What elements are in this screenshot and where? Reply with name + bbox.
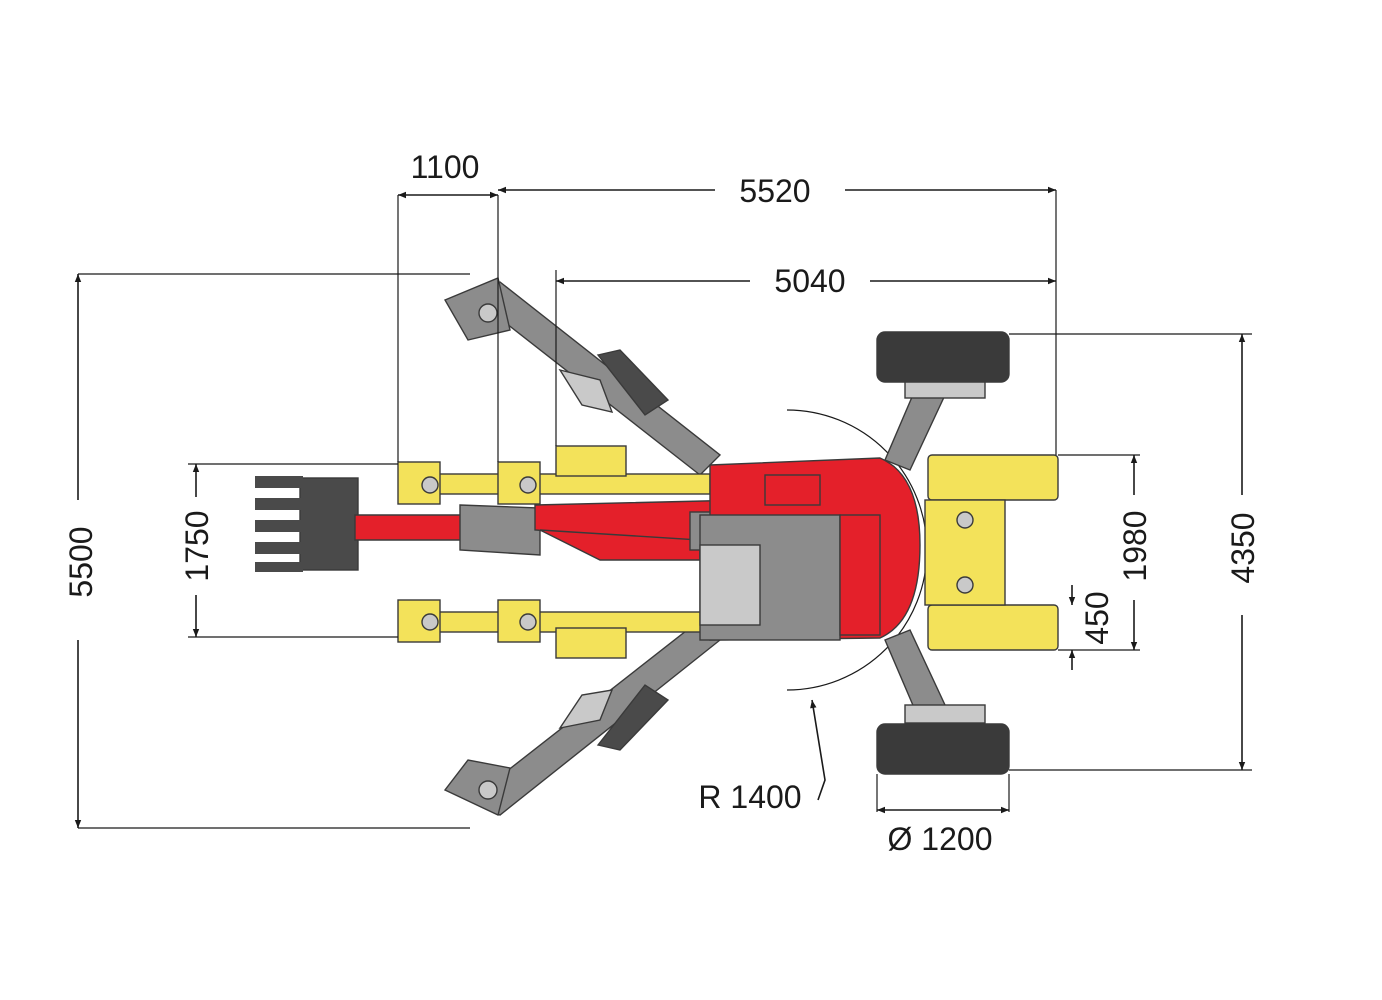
wheels	[876, 331, 1010, 775]
dimension-1100: 1100	[397, 149, 499, 462]
dim-450-label: 450	[1079, 591, 1115, 644]
chassis	[699, 457, 921, 641]
dimension-450: 450	[1068, 585, 1115, 670]
dimension-wheel-diameter: Ø 1200	[876, 774, 1010, 857]
upper-wheel	[876, 331, 1010, 383]
dim-1750-label: 1750	[179, 510, 215, 581]
upper-outrigger-leg	[443, 277, 722, 476]
lower-stabilizer-arm	[397, 599, 711, 659]
dimension-1750: 1750	[179, 463, 398, 638]
dim-5520-label: 5520	[739, 173, 810, 209]
dim-4350-label: 4350	[1225, 512, 1261, 583]
wheel-arms	[884, 379, 986, 724]
upper-stabilizer-arm	[397, 445, 711, 505]
dimension-r1400: R 1400	[698, 699, 826, 815]
dim-5040-label: 5040	[774, 263, 845, 299]
dimension-5500: 5500	[63, 273, 470, 829]
dim-1980-label: 1980	[1117, 510, 1153, 581]
right-stabilizer-pads	[924, 454, 1059, 651]
dim-wheel-diameter-label: Ø 1200	[888, 821, 993, 857]
bucket	[255, 476, 359, 572]
dim-1100-label: 1100	[411, 149, 480, 185]
machine	[255, 277, 1059, 816]
lower-wheel	[876, 723, 1010, 775]
dim-r1400-label: R 1400	[698, 779, 801, 815]
boom-arm	[354, 499, 751, 561]
dim-5500-label: 5500	[63, 526, 99, 597]
dimension-4350: 4350	[1009, 333, 1261, 771]
dimension-5040: 5040	[555, 263, 1056, 446]
dimension-5520: 5520	[498, 173, 1057, 455]
